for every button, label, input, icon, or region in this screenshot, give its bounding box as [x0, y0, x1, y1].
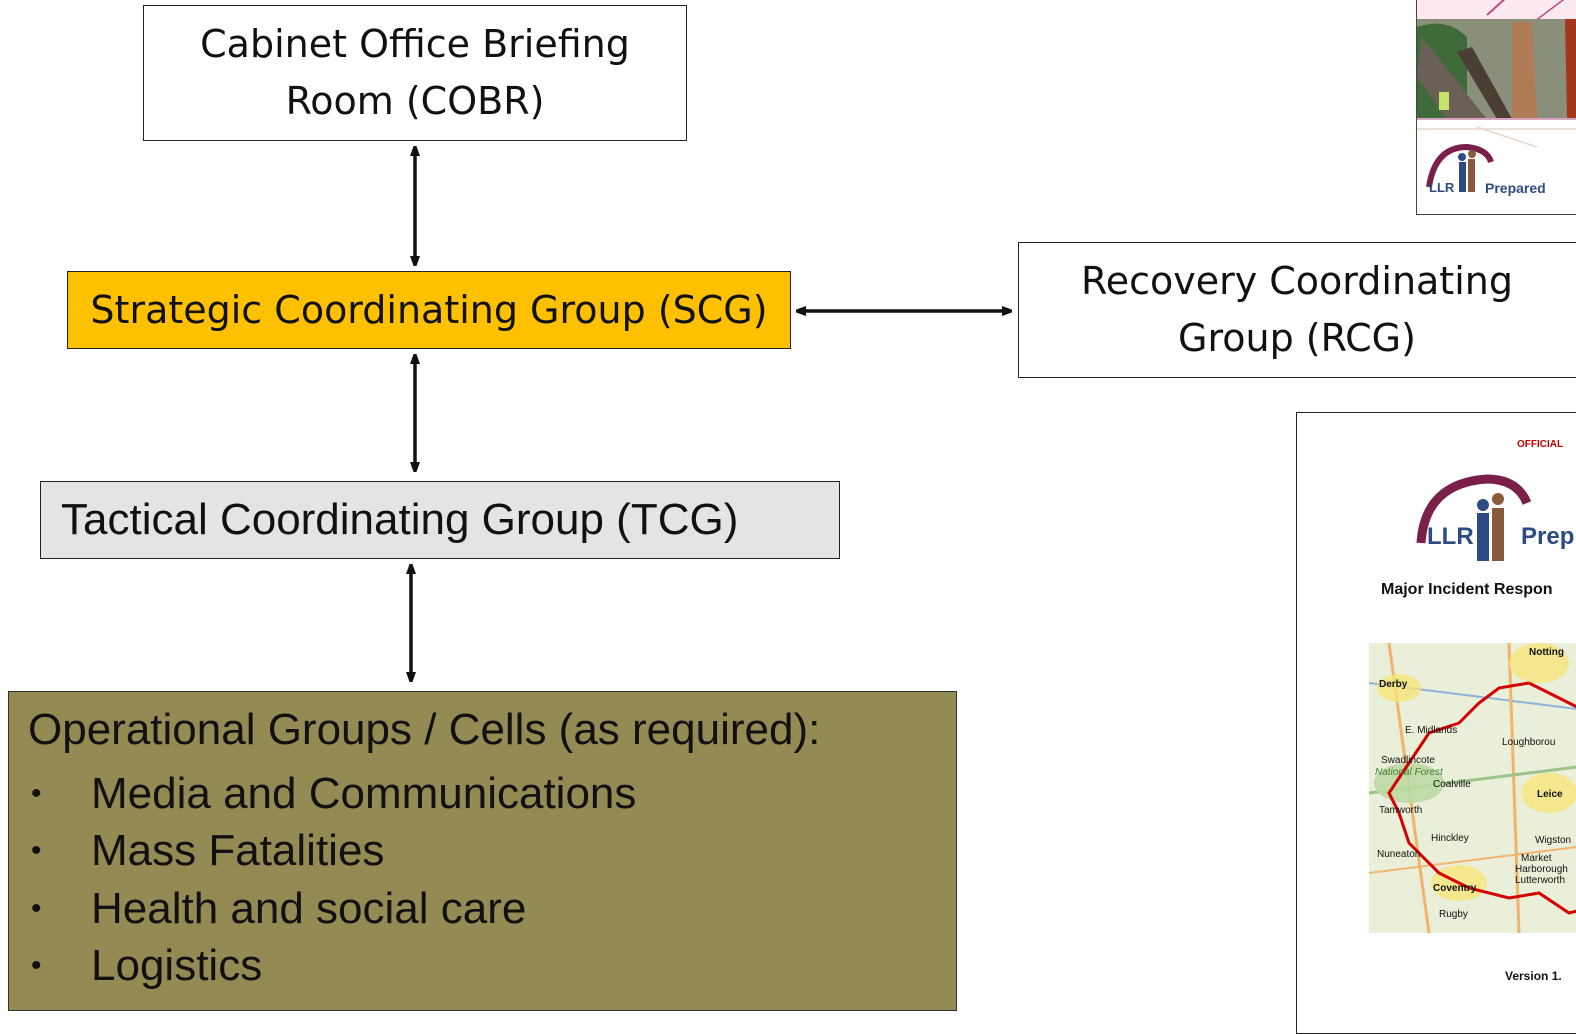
- report-thumbnail-top: LLR Prepared: [1416, 0, 1576, 215]
- tcg-box: Tactical Coordinating Group (TCG): [40, 481, 840, 559]
- rcg-box: Recovery Coordinating Group (RCG): [1018, 242, 1576, 378]
- list-item: •Media and Communications: [27, 765, 636, 823]
- list-item: •Mass Fatalities: [27, 823, 636, 881]
- llr-logo-icon: [1426, 143, 1494, 192]
- cobr-label-line2: Room (COBR): [285, 79, 545, 123]
- llr-logo-text: LLR: [1427, 523, 1474, 550]
- list-item: •Health and social care: [27, 880, 636, 938]
- operational-groups-box: Operational Groups / Cells (as required)…: [8, 691, 957, 1011]
- cobr-label-line1: Cabinet Office Briefing: [200, 22, 630, 66]
- official-marking: OFFICIAL: [1517, 439, 1564, 450]
- rcg-label-line1: Recovery Coordinating: [1081, 259, 1513, 303]
- connector-arrows: [0, 0, 1576, 1001]
- tcg-label: Tactical Coordinating Group (TCG): [61, 495, 739, 544]
- region-map: Derby Notting E. Midlands Loughborou Swa…: [1369, 643, 1576, 933]
- map-image: [1369, 643, 1576, 933]
- operational-groups-list: •Media and Communications •Mass Fataliti…: [27, 765, 636, 995]
- cobr-box: Cabinet Office Briefing Room (COBR): [143, 5, 687, 141]
- bullet-icon: •: [31, 834, 42, 868]
- county-boundary: [1387, 681, 1576, 915]
- llr-logo-text: LLR: [1429, 180, 1455, 195]
- bullet-icon: •: [31, 949, 42, 983]
- prepared-brand: Prepared: [1485, 180, 1546, 196]
- bullet-icon: •: [31, 891, 42, 925]
- bullet-icon: •: [31, 776, 42, 810]
- report-version: Version 1.: [1505, 969, 1562, 983]
- scg-box: Strategic Coordinating Group (SCG): [67, 271, 791, 349]
- scg-label: Strategic Coordinating Group (SCG): [90, 288, 768, 332]
- report-cover-photo: [1417, 0, 1576, 214]
- rcg-label-line2: Group (RCG): [1178, 316, 1416, 360]
- list-item: •Logistics: [27, 938, 636, 996]
- report-title: Major Incident Respon: [1381, 581, 1553, 598]
- prepared-brand: Prep: [1521, 523, 1575, 550]
- report-thumbnail-main: OFFICIAL LLR Prep Major Incident Respon …: [1296, 412, 1576, 1034]
- llr-logo-icon: [1416, 474, 1532, 561]
- operational-groups-heading: Operational Groups / Cells (as required)…: [28, 705, 821, 754]
